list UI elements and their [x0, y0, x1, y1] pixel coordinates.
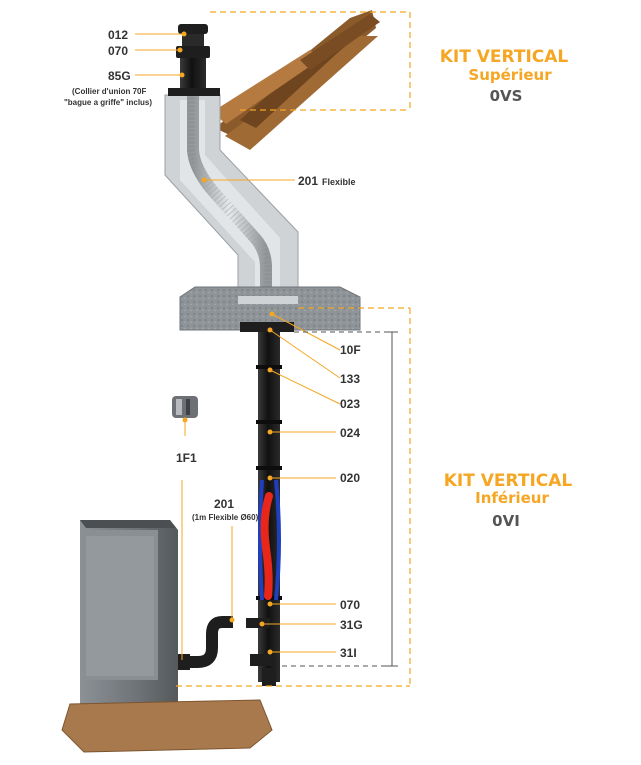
label-201-bottom: 201 [214, 497, 234, 511]
kit-upper-code: 0VS [490, 87, 523, 105]
roof-timbers [212, 10, 380, 150]
label-201-flexible: Flexible [322, 177, 356, 187]
label-012: 012 [108, 28, 128, 42]
leader-dots [177, 31, 275, 655]
plate-10f [240, 322, 294, 332]
part-1f1-cap [172, 396, 198, 418]
hot-flue-flow [260, 492, 273, 600]
casing-inner-face [180, 100, 280, 298]
kit-upper-line2: Supérieur [468, 66, 552, 84]
kit-upper-line1: KIT VERTICAL [440, 47, 569, 67]
kit-lower-code: 0VI [492, 512, 520, 530]
tee-connectors [246, 618, 276, 686]
kit-lower-line2: Inférieur [475, 489, 549, 507]
label-201-number: 201 [298, 174, 318, 188]
kit-lower-line1: KIT VERTICAL [444, 471, 573, 491]
label-070-bottom: 070 [340, 598, 360, 612]
height-dimension [282, 331, 398, 667]
stove-connector-elbow [188, 616, 233, 668]
label-85g-note-1: (Collier d'union 70F [72, 87, 146, 96]
stove-outlet [176, 654, 190, 670]
ceiling-slab [179, 286, 361, 331]
label-85g: 85G [108, 69, 131, 83]
label-31i: 31I [340, 646, 357, 660]
label-201-bottom-note: (1m Flexible Ø60) [192, 513, 259, 522]
label-023: 023 [340, 397, 360, 411]
fresh-air-flow [258, 479, 281, 601]
top-terminal [168, 24, 220, 96]
pellet-stove [80, 520, 178, 712]
wooden-base [61, 699, 273, 753]
label-024: 024 [340, 426, 360, 440]
label-070-top: 070 [108, 44, 128, 58]
label-133: 133 [340, 372, 360, 386]
label-10f: 10F [340, 343, 361, 357]
label-31g: 31G [340, 618, 363, 632]
leader-lines [135, 33, 341, 660]
kit-extent-markers [176, 11, 411, 687]
label-1f1: 1F1 [176, 451, 197, 465]
label-85g-note-2: "bague a griffe" inclus) [64, 98, 152, 107]
label-020: 020 [340, 471, 360, 485]
